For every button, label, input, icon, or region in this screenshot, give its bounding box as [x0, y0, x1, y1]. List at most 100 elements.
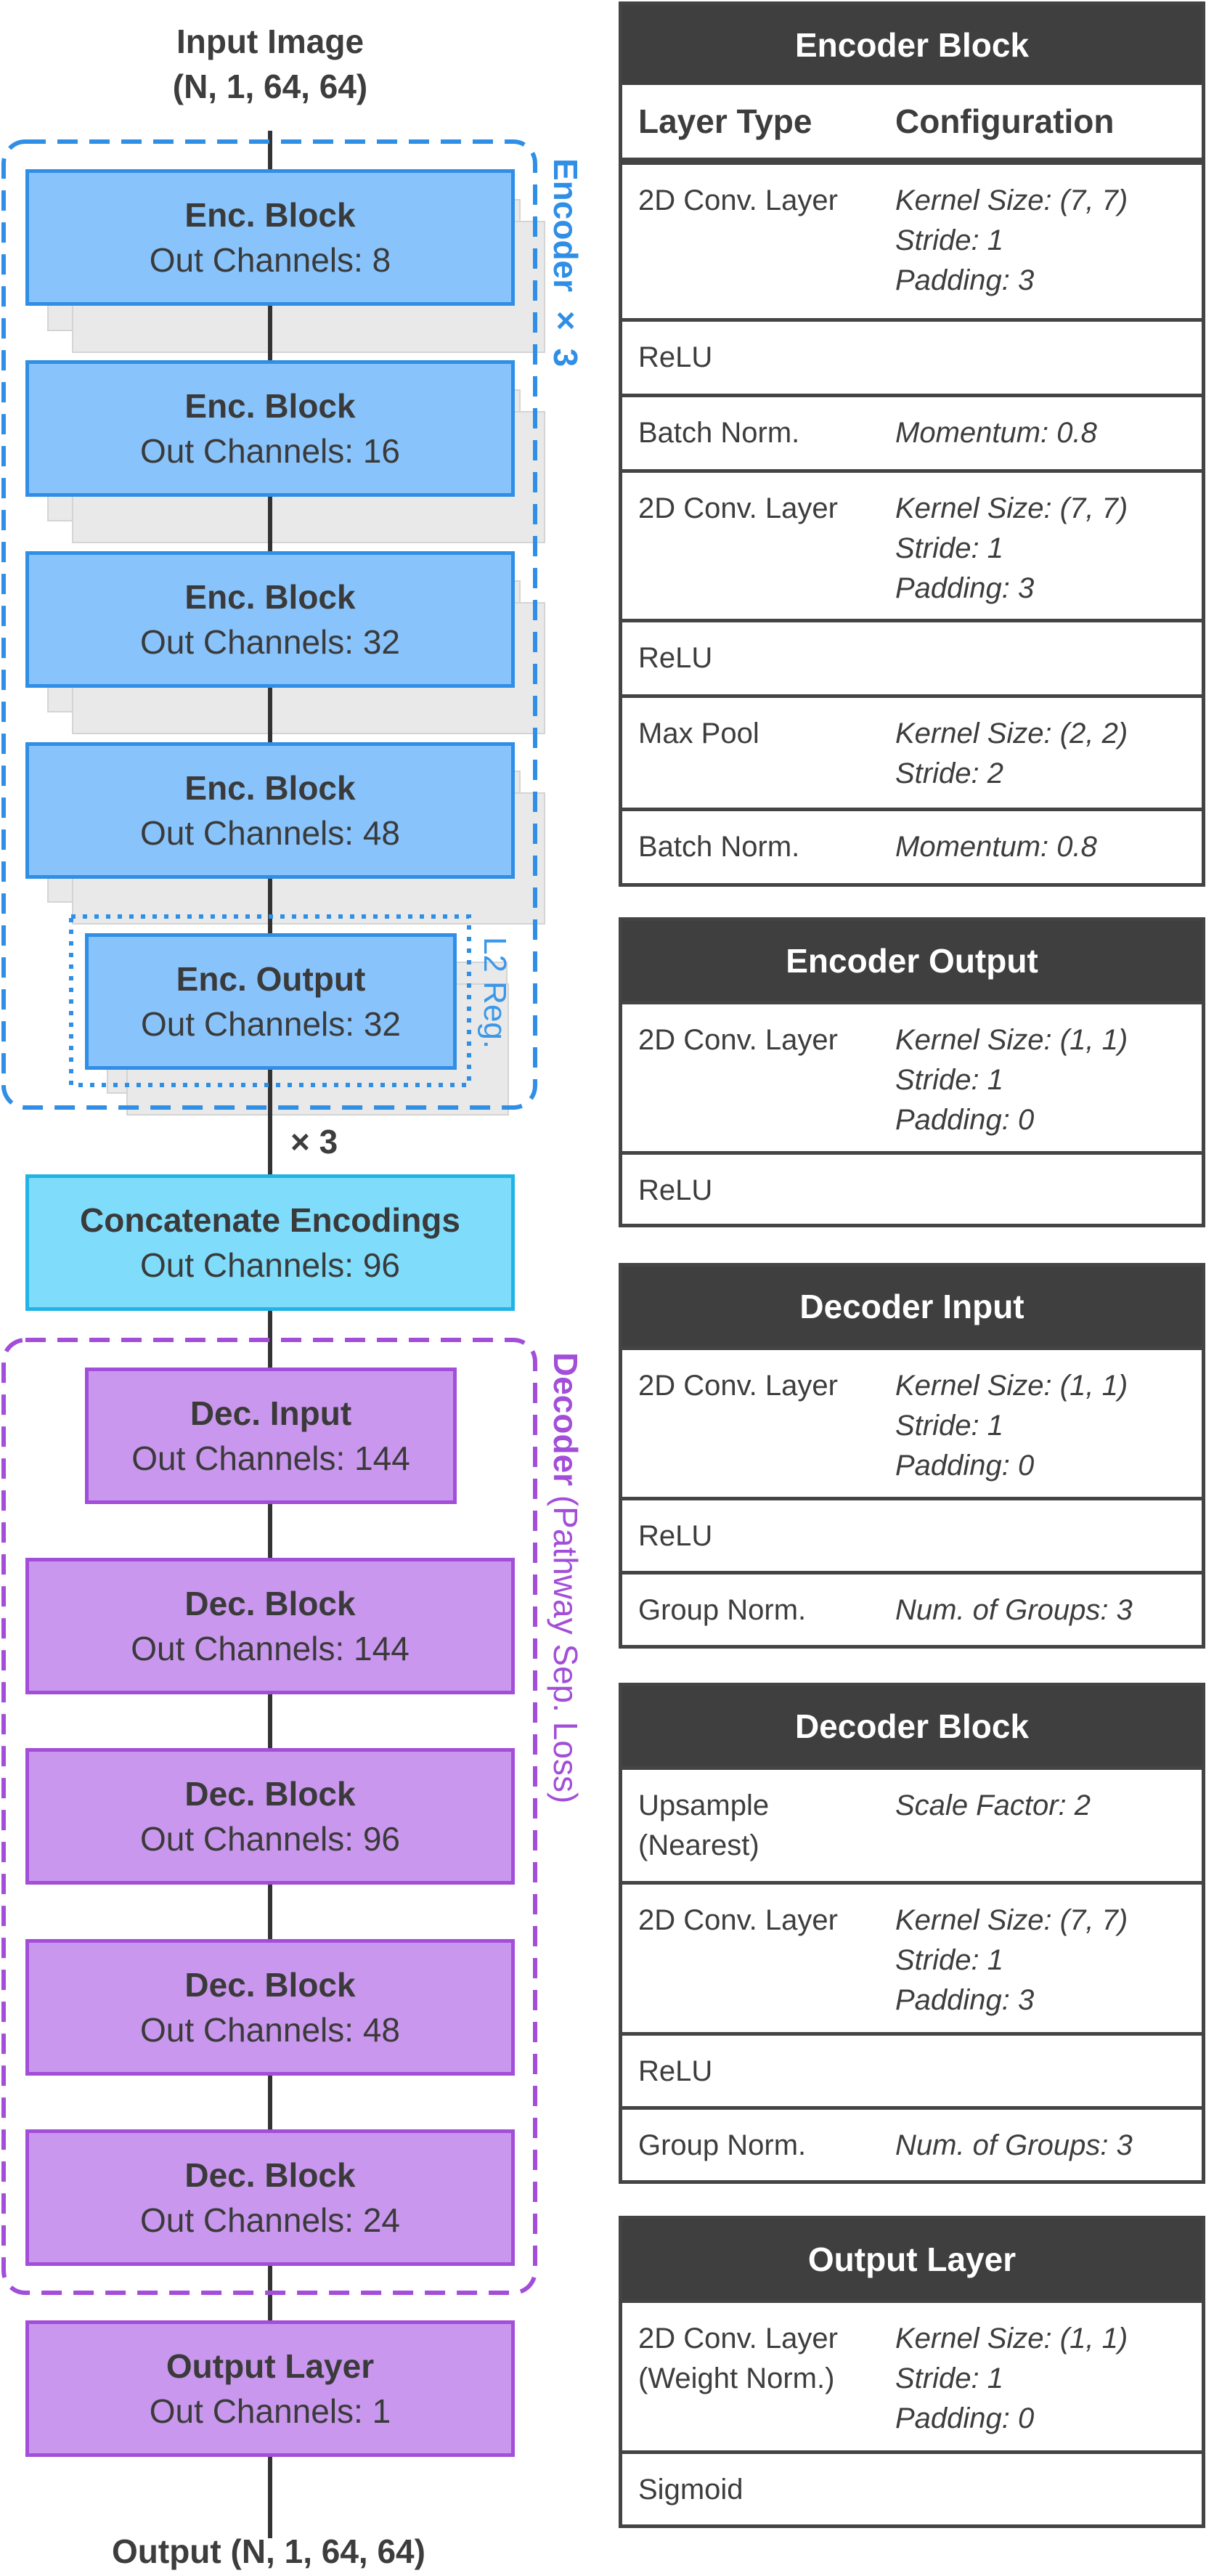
dec-block-channels: Out Channels: 144	[131, 1630, 410, 1667]
table-title: Output Layer	[622, 2219, 1202, 2299]
table-row: 2D Conv. Layer Kernel Size: (1, 1) Strid…	[622, 1001, 1202, 1151]
layer-type-cell: Max Pool	[638, 718, 759, 749]
concatenate-title: Concatenate Encodings	[80, 1201, 460, 1239]
table-row: ReLU	[622, 1497, 1202, 1571]
config-cell	[895, 638, 1202, 694]
dec-block-title: Dec. Block	[184, 1966, 356, 2004]
dec-block-2: Dec. Block Out Channels: 96	[25, 1748, 515, 1885]
layer-type-cell: 2D Conv. Layer	[638, 1904, 838, 1936]
enc-block-2: Enc. Block Out Channels: 16	[25, 360, 515, 497]
table-title: Encoder Output	[622, 921, 1202, 1001]
enc-block-channels: Out Channels: 8	[149, 241, 391, 279]
config-cell	[895, 1516, 1202, 1571]
dec-block-title: Dec. Block	[184, 2156, 356, 2194]
config-cell: Kernel Size: (1, 1) Stride: 1 Padding: 0	[895, 2323, 1128, 2434]
dec-input-title: Dec. Input	[190, 1394, 352, 1432]
enc-output-title: Enc. Output	[176, 960, 366, 998]
enc-block-title: Enc. Block	[184, 387, 356, 425]
dec-block-channels: Out Channels: 24	[139, 2201, 400, 2239]
encoder-block-table: Encoder Block Layer Type Configuration 2…	[619, 1, 1205, 887]
architecture-diagram: Input Image (N, 1, 64, 64) Enc. Block Ou…	[1, 23, 585, 2570]
input-image-label: Input Image	[176, 23, 364, 60]
table-row: Group Norm. Num. of Groups: 3	[622, 1571, 1202, 1645]
layer-type-cell: ReLU	[638, 341, 713, 373]
config-cell: Momentum: 0.8	[895, 831, 1097, 863]
enc-block-title: Enc. Block	[184, 196, 356, 234]
enc-block-1: Enc. Block Out Channels: 8	[25, 169, 515, 306]
enc-block-title: Enc. Block	[184, 578, 356, 616]
config-cell: Num. of Groups: 3	[895, 2129, 1133, 2161]
enc-block-3: Enc. Block Out Channels: 32	[25, 551, 515, 688]
table-header-row: Layer Type Configuration	[622, 85, 1202, 161]
table-row: 2D Conv. Layer Kernel Size: (7, 7) Strid…	[622, 161, 1202, 318]
config-cell	[895, 2052, 1202, 2106]
layer-type-cell: Batch Norm.	[638, 831, 800, 863]
dec-input-channels: Out Channels: 144	[131, 1439, 410, 1477]
dec-block-title: Dec. Block	[184, 1585, 356, 1622]
enc-block-title: Enc. Block	[184, 769, 356, 807]
output-layer-channels: Out Channels: 1	[149, 2392, 391, 2430]
table-row: Group Norm. Num. of Groups: 3	[622, 2106, 1202, 2180]
table-row: 2D Conv. Layer Kernel Size: (7, 7) Strid…	[622, 469, 1202, 619]
encoder-label: Encoder × 3	[547, 158, 584, 367]
config-cell: Kernel Size: (7, 7) Stride: 1 Padding: 3	[895, 184, 1128, 296]
config-cell	[895, 338, 1202, 394]
layer-type-cell: 2D Conv. Layer	[638, 1370, 838, 1402]
layer-type-cell: 2D Conv. Layer (Weight Norm.)	[638, 2323, 838, 2394]
input-shape-label: (N, 1, 64, 64)	[172, 68, 368, 105]
config-cell: Momentum: 0.8	[895, 417, 1097, 449]
dec-block-3: Dec. Block Out Channels: 48	[25, 1939, 515, 2076]
dec-block-channels: Out Channels: 96	[139, 1820, 400, 1858]
layer-type-header: Layer Type	[638, 102, 812, 140]
concatenate-block: Concatenate Encodings Out Channels: 96	[25, 1174, 515, 1311]
config-cell: Kernel Size: (1, 1) Stride: 1 Padding: 0	[895, 1024, 1128, 1136]
layer-type-cell: Upsample (Nearest)	[638, 1789, 770, 1861]
enc-block-4: Enc. Block Out Channels: 48	[25, 742, 515, 879]
enc-block-channels: Out Channels: 32	[139, 623, 400, 661]
decoder-block-table: Decoder Block Upsample (Nearest) Scale F…	[619, 1683, 1205, 2184]
table-row: Upsample (Nearest) Scale Factor: 2	[622, 1766, 1202, 1881]
config-cell: Num. of Groups: 3	[895, 1594, 1133, 1626]
layer-type-cell: 2D Conv. Layer	[638, 1024, 838, 1056]
table-row: 2D Conv. Layer Kernel Size: (1, 1) Strid…	[622, 1346, 1202, 1497]
layer-type-cell: Group Norm.	[638, 1594, 807, 1626]
decoder-label: Decoder (Pathway Sep. Loss)	[546, 1352, 585, 1803]
table-row: 2D Conv. Layer (Weight Norm.) Kernel Siz…	[622, 2299, 1202, 2450]
layer-type-cell: ReLU	[638, 1520, 713, 1552]
decoder-label-bold: Decoder	[547, 1352, 584, 1487]
table-title: Encoder Block	[622, 5, 1202, 85]
l2-reg-group-border	[69, 914, 471, 1087]
config-cell: Kernel Size: (2, 2) Stride: 2	[895, 718, 1128, 789]
decoder-label-rest: (Pathway Sep. Loss)	[547, 1486, 584, 1804]
config-cell: Kernel Size: (7, 7) Stride: 1 Padding: 3	[895, 1904, 1128, 2016]
decoder-input-table: Decoder Input 2D Conv. Layer Kernel Size…	[619, 1263, 1205, 1649]
enc-block-channels: Out Channels: 48	[139, 814, 400, 852]
layer-type-cell: ReLU	[638, 1174, 713, 1206]
config-cell: Kernel Size: (1, 1) Stride: 1 Padding: 0	[895, 1370, 1128, 1482]
output-layer-table: Output Layer 2D Conv. Layer (Weight Norm…	[619, 2216, 1205, 2528]
layer-type-cell: Sigmoid	[638, 2474, 743, 2506]
repeat-label: × 3	[290, 1123, 338, 1161]
layer-type-cell: ReLU	[638, 2055, 713, 2087]
encoder-output-table: Encoder Output 2D Conv. Layer Kernel Siz…	[619, 917, 1205, 1227]
table-row: ReLU	[622, 619, 1202, 694]
config-cell	[895, 2470, 1202, 2524]
encoder-group-border	[1, 139, 537, 1110]
table-row: Batch Norm. Momentum: 0.8	[622, 808, 1202, 883]
output-layer-title: Output Layer	[166, 2347, 375, 2385]
table-title: Decoder Block	[622, 1686, 1202, 1766]
dec-block-1: Dec. Block Out Channels: 144	[25, 1558, 515, 1694]
table-row: Max Pool Kernel Size: (2, 2) Stride: 2	[622, 694, 1202, 808]
layer-type-cell: 2D Conv. Layer	[638, 492, 838, 524]
table-row: ReLU	[622, 318, 1202, 394]
table-row: Batch Norm. Momentum: 0.8	[622, 394, 1202, 469]
layer-type-cell: Batch Norm.	[638, 417, 800, 449]
dec-block-title: Dec. Block	[184, 1775, 356, 1813]
table-row: ReLU	[622, 1151, 1202, 1224]
dec-block-channels: Out Channels: 48	[139, 2011, 400, 2049]
table-row: ReLU	[622, 2032, 1202, 2106]
table-title: Decoder Input	[622, 1267, 1202, 1346]
dec-input-block: Dec. Input Out Channels: 144	[85, 1368, 457, 1504]
concatenate-channels: Out Channels: 96	[139, 1246, 400, 1284]
output-layer-block: Output Layer Out Channels: 1	[25, 2320, 515, 2457]
